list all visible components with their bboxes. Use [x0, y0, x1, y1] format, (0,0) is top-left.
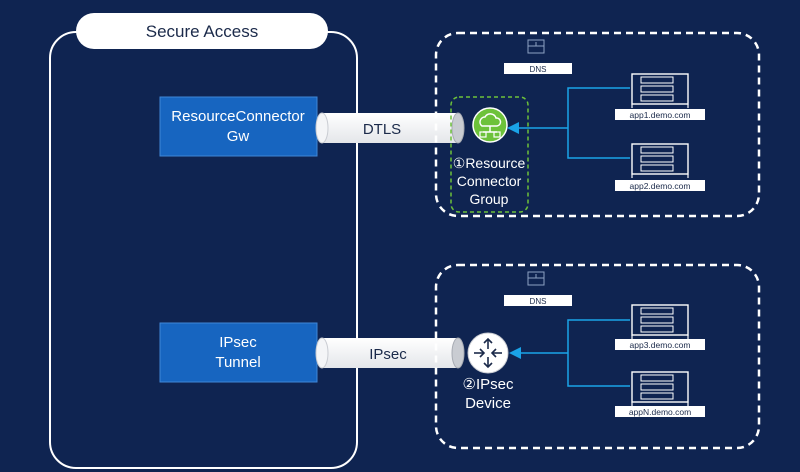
gateway-bottom-line2: Tunnel — [215, 354, 260, 371]
site-bottom-boundary — [434, 263, 761, 450]
server-icon — [631, 371, 689, 406]
ipsec-tunnel-pipe: IPsec — [315, 337, 465, 369]
appN-label: appN.demo.com — [629, 407, 691, 417]
app-server-app3: app3.demo.com — [615, 304, 705, 350]
secure-access-title: Secure Access — [146, 22, 258, 41]
connector-label-line2: Connector — [457, 173, 522, 189]
dns-server-top: DNS — [504, 39, 572, 74]
app1-label: app1.demo.com — [630, 110, 691, 120]
bottom-site-links — [509, 319, 630, 387]
resource-connector-gw-box: ResourceConnector Gw — [159, 96, 318, 157]
ipsec-tunnel-box: IPsec Tunnel — [159, 322, 318, 383]
dns-label-bottom: DNS — [530, 297, 547, 306]
app2-label: app2.demo.com — [630, 181, 691, 191]
device-label-line1: ②IPsec — [463, 376, 514, 393]
connector-label-line1: ①Resource — [453, 155, 526, 171]
dtls-tunnel-pipe: DTLS — [315, 112, 465, 144]
dns-server-bottom: DNS — [504, 271, 572, 306]
app3-label: app3.demo.com — [630, 340, 691, 350]
dns-label-top: DNS — [530, 65, 547, 74]
dns-icon — [527, 271, 545, 286]
top-site-links — [507, 87, 630, 159]
server-icon — [631, 73, 689, 108]
server-icon — [631, 143, 689, 178]
connector-label-line3: Group — [470, 191, 509, 207]
dtls-label: DTLS — [363, 121, 401, 138]
connector-cloud-icon — [472, 107, 508, 143]
app-server-appN: appN.demo.com — [615, 371, 705, 417]
ipsec-label: IPsec — [369, 346, 407, 363]
server-icon — [631, 304, 689, 339]
gateway-top-line1: ResourceConnector — [171, 108, 304, 125]
gateway-bottom-line1: IPsec — [219, 334, 257, 351]
secure-access-title-pill: Secure Access — [76, 13, 328, 49]
app-server-app1: app1.demo.com — [615, 73, 705, 120]
ipsec-device: ②IPsec Device — [463, 332, 514, 412]
gateway-top-line2: Gw — [227, 128, 250, 145]
device-label-line2: Device — [465, 395, 511, 412]
dns-icon — [527, 39, 545, 54]
app-server-app2: app2.demo.com — [615, 143, 705, 191]
router-icon — [467, 332, 509, 374]
resource-connector-group: ①Resource Connector Group — [450, 96, 529, 213]
site-top-boundary — [434, 31, 761, 218]
